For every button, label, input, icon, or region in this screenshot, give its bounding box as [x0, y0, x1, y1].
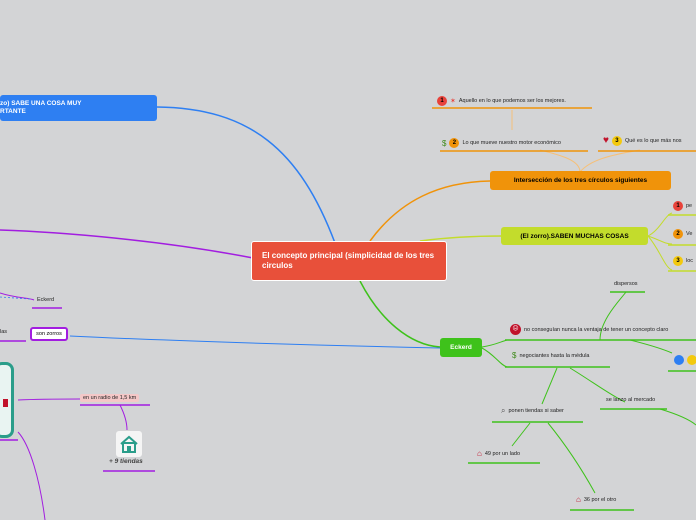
bottle-image: [0, 362, 14, 438]
zorro-item-3[interactable]: 3 loc: [673, 256, 693, 266]
topic-eckerd[interactable]: Eckerd: [440, 338, 482, 357]
connector-central-left-purple: [0, 229, 254, 259]
topic-sabe-una-cosa-label: zo) SABE UNA COSA MUY RTANTE: [0, 100, 82, 115]
face-icon: [687, 355, 696, 365]
number-1-icon: 1: [673, 201, 683, 211]
bottle-cross-icon: [3, 399, 8, 407]
topic-zorro[interactable]: (El zorro).SABEN MUCHAS COSAS: [501, 227, 648, 245]
house-icon: ⌂: [477, 449, 482, 458]
interseccion-item-3[interactable]: ♥ 3 Qué es lo que más nos: [603, 135, 682, 146]
sad-face-icon: ☹: [510, 324, 521, 335]
topic-interseccion-label: Intersección de los tres círculos siguie…: [513, 177, 648, 184]
connector-central-eckerd: [359, 280, 441, 348]
son-zorros-label: son zorros: [36, 331, 62, 337]
info-icon: [674, 355, 684, 365]
topic-sabe-una-cosa[interactable]: zo) SABE UNA COSA MUY RTANTE: [0, 95, 157, 121]
heart-icon: ♥: [603, 135, 609, 146]
eckerd-ponen-tiendas[interactable]: ⌕ ponen tiendas si saber: [501, 406, 564, 415]
money-bag-icon: $: [442, 138, 447, 148]
topic-eckerd-label: Eckerd: [450, 344, 472, 351]
medal-icon: ✶: [450, 98, 456, 105]
zorro-item-1[interactable]: 1 pe: [673, 201, 692, 211]
connector-central-topleft: [156, 106, 336, 244]
number-3-icon: 3: [611, 135, 622, 146]
tiendas-label[interactable]: + 9 tiendas: [109, 458, 143, 465]
eckerd-se-lanzo[interactable]: se lanzo al mercado: [606, 397, 656, 403]
house-icon: ⌂: [576, 495, 581, 504]
eckerd-36-otro[interactable]: ⌂ 36 por el otro: [576, 495, 617, 504]
eckerd-negociantes[interactable]: $ negociantes hasta la médula: [512, 351, 590, 360]
magnifier-icon: ⌕: [501, 406, 506, 415]
son-zorros-box[interactable]: son zorros: [30, 327, 68, 341]
left-eckerd[interactable]: Eckerd: [37, 297, 55, 303]
interseccion-item-2[interactable]: $ 2 Lo que mueve nuestro motor económico: [442, 138, 561, 148]
topic-zorro-label: (El zorro).SABEN MUCHAS COSAS: [520, 232, 629, 240]
eckerd-partial-icons: [674, 355, 696, 365]
zorro-item-2[interactable]: 2 Ve: [673, 229, 692, 239]
eckerd-49-lado[interactable]: ⌂ 49 por un lado: [477, 449, 521, 458]
money-bag-icon: $: [512, 351, 517, 360]
topic-interseccion[interactable]: Intersección de los tres círculos siguie…: [490, 171, 671, 190]
number-3-icon: 3: [673, 256, 683, 266]
eckerd-dispersos[interactable]: dispersos: [614, 281, 638, 287]
connector-eckerd-sonzorros: [69, 335, 441, 349]
left-partial-text[interactable]: las: [0, 329, 8, 335]
central-topic-label: El concepto principal (simplicidad de lo…: [262, 251, 435, 270]
radio-label[interactable]: en un radio de 1,5 km: [80, 394, 140, 402]
interseccion-item-1[interactable]: 1 ✶ Aquello en lo que podemos ser los me…: [437, 96, 566, 106]
number-2-icon: 2: [673, 229, 683, 239]
number-2-icon: 2: [449, 138, 460, 148]
store-icon: [116, 431, 142, 457]
connector-central-interseccion: [369, 180, 491, 242]
central-topic[interactable]: El concepto principal (simplicidad de lo…: [251, 241, 447, 281]
eckerd-no-conseguian[interactable]: ☹ no conseguían nunca la ventaja de tene…: [510, 324, 668, 335]
number-1-icon: 1: [437, 96, 447, 106]
connector-central-zorro: [419, 235, 503, 242]
